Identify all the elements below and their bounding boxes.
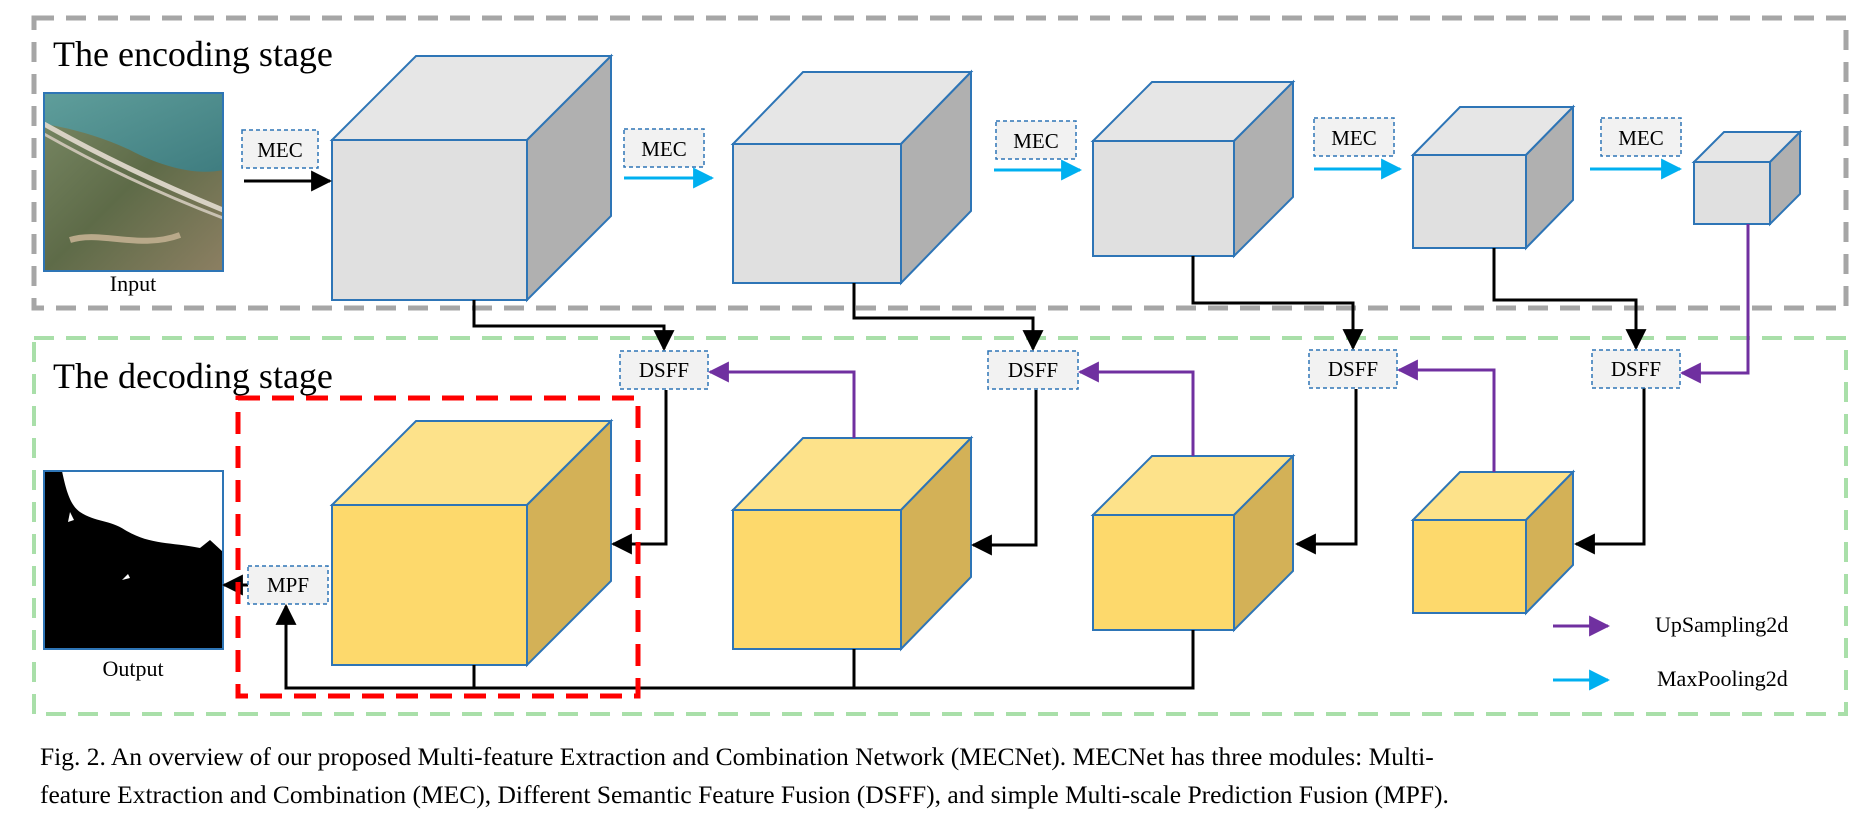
encoder-cube-5 (1691, 129, 1803, 227)
decoder-cube-1 (329, 418, 614, 668)
encoding-stage-border (31, 15, 1849, 311)
arrow-layer (221, 158, 1750, 690)
caption-line-1: Fig. 2. An overview of our proposed Mult… (40, 742, 1434, 771)
skip-arrow-3 (1191, 256, 1364, 351)
decoding-stage-border (32, 336, 1848, 716)
highlight-box (235, 395, 641, 699)
upsampling-arrow-4 (707, 361, 856, 438)
cube-front-face (1092, 140, 1235, 257)
mec-box-1: MEC (241, 129, 319, 169)
dsff-label-1: DSFF (639, 358, 689, 382)
decoding-stage-title: The decoding stage (53, 356, 333, 396)
upsampling-arrow-2 (1396, 359, 1496, 472)
dsff-to-decoder-arrow-1 (610, 390, 668, 555)
caption-line-2: feature Extraction and Combination (MEC)… (40, 780, 1449, 809)
legend-upsampling-label: UpSampling2d (1655, 612, 1788, 637)
decoder-cube-4 (1410, 469, 1576, 616)
dsff-label-2: DSFF (1008, 358, 1058, 382)
legend: UpSampling2d MaxPooling2d (1553, 612, 1788, 691)
mpf-box: MPF (247, 565, 329, 605)
encoding-stage-title: The encoding stage (53, 34, 333, 74)
mec-box-3: MEC (995, 120, 1077, 160)
dsff-box-3: DSFF (1308, 349, 1398, 389)
upsampling-arrow-1 (1679, 224, 1750, 384)
cube-front-face (1092, 514, 1235, 631)
cube-front-face (331, 139, 528, 301)
encoder-cube-2 (730, 69, 974, 286)
encoder-cube-4 (1410, 104, 1576, 251)
dsff-to-decoder-arrow-4 (1573, 388, 1646, 555)
mec-box-5: MEC (1600, 117, 1682, 157)
mec-label-2: MEC (641, 137, 687, 161)
mec-label-5: MEC (1618, 126, 1664, 150)
cube-layer (329, 53, 1803, 668)
mec-box-2: MEC (623, 128, 705, 168)
encoder-cube-1 (329, 53, 614, 303)
cube-front-face (1412, 154, 1527, 249)
dsff-box-1: DSFF (619, 350, 709, 390)
decoder-cube-3 (1090, 453, 1296, 633)
mec-label-3: MEC (1013, 129, 1059, 153)
decoder-cube-2 (730, 435, 974, 652)
multiscale-to-mpf-arrow (275, 603, 1195, 690)
dsff-to-decoder-arrow-2 (970, 390, 1038, 556)
mec-box-4: MEC (1313, 117, 1395, 157)
skip-arrow-1 (472, 300, 675, 352)
output-image (43, 470, 224, 650)
cube-front-face (1693, 161, 1771, 225)
dsff-box-2: DSFF (987, 350, 1079, 390)
upsampling-arrow-3 (1077, 361, 1195, 456)
skip-arrow-4 (1492, 248, 1647, 351)
mpf-label: MPF (267, 573, 309, 597)
input-image (42, 92, 224, 272)
cube-front-face (732, 143, 902, 284)
mec-label-4: MEC (1331, 126, 1377, 150)
output-label: Output (102, 656, 163, 681)
encoder-cube-3 (1090, 79, 1296, 259)
input-label: Input (110, 271, 156, 296)
figure-caption: Fig. 2. An overview of our proposed Mult… (40, 738, 1830, 814)
legend-maxpooling-label: MaxPooling2d (1657, 666, 1788, 691)
skip-arrow-2 (852, 283, 1044, 352)
cube-front-face (732, 509, 902, 650)
dsff-to-decoder-arrow-3 (1294, 389, 1358, 555)
mec-label-1: MEC (257, 138, 303, 162)
cube-front-face (331, 504, 528, 666)
dsff-label-4: DSFF (1611, 357, 1661, 381)
dsff-box-4: DSFF (1591, 349, 1681, 389)
cube-front-face (1412, 519, 1527, 614)
dsff-label-3: DSFF (1328, 357, 1378, 381)
